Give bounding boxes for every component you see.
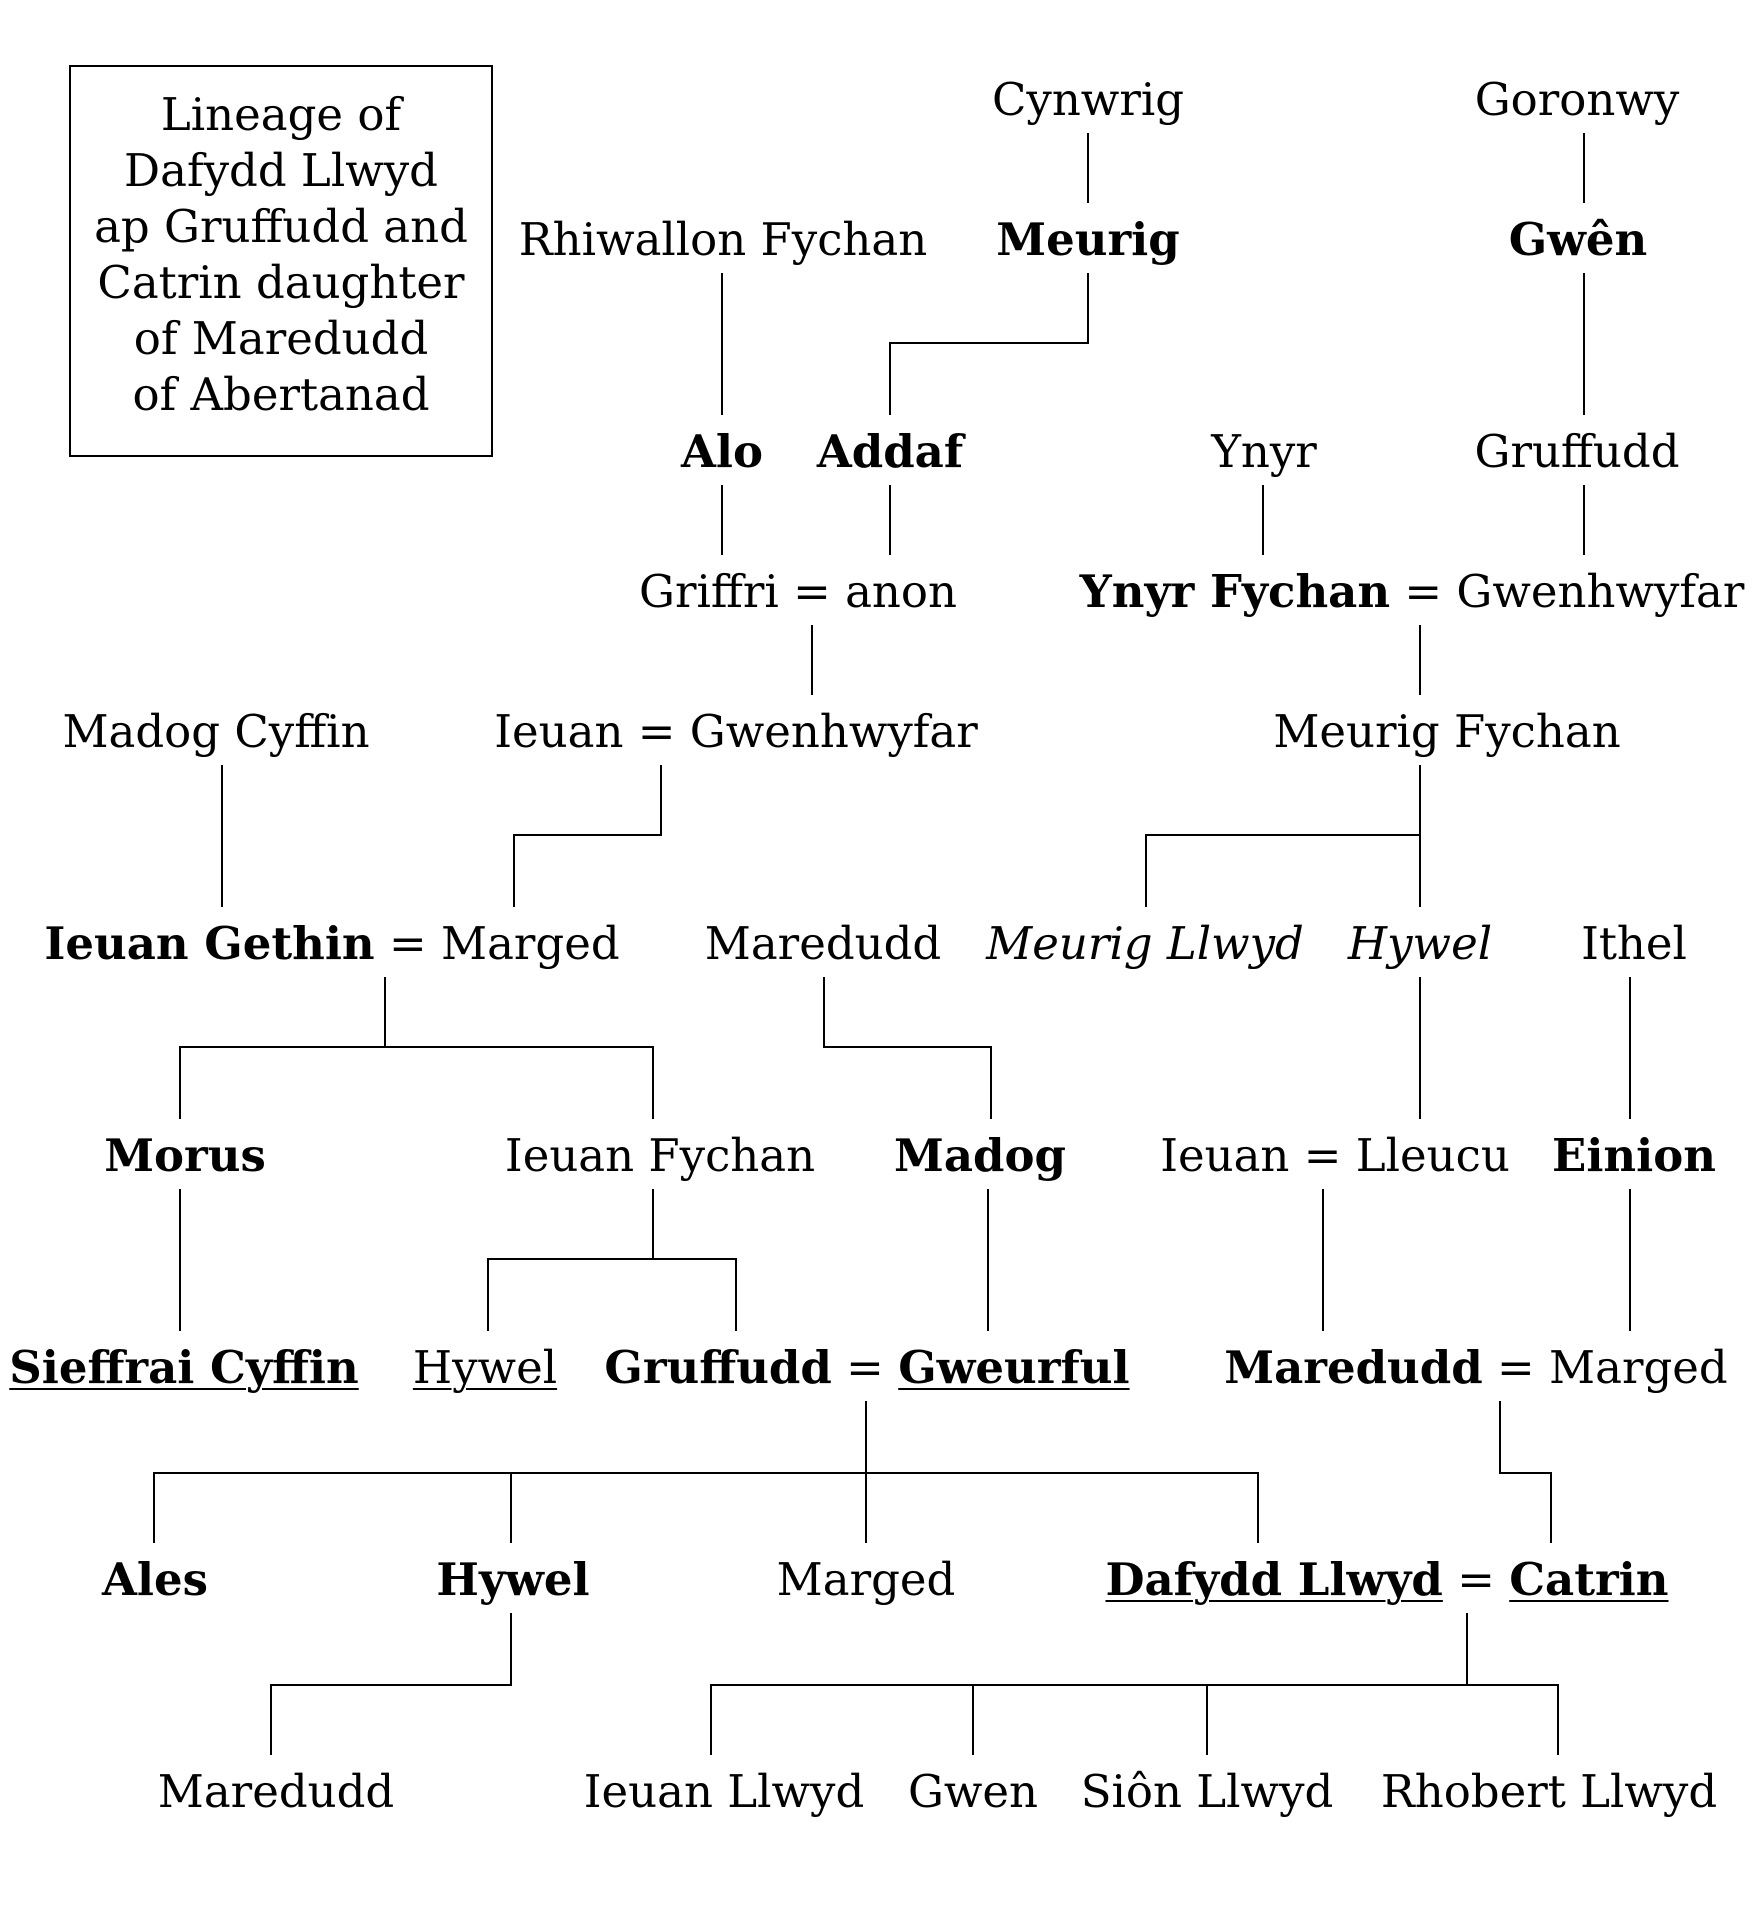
person-gruffudd-top: Gruffudd xyxy=(1474,425,1680,478)
person-gwenhwyfar: Gwenhwyfar xyxy=(1456,565,1745,618)
person-ieuan-fychan: Ieuan Fychan xyxy=(504,1129,816,1182)
person-hywel: Hywel xyxy=(436,1553,590,1606)
person-hywel: Hywel xyxy=(412,1341,558,1394)
person-hywel: Hywel xyxy=(1347,917,1493,970)
person-lleucu: Lleucu xyxy=(1355,1129,1510,1182)
person-meurig: Meurig xyxy=(996,213,1180,266)
marriage-sign: = xyxy=(1404,565,1443,618)
person-maredudd: Maredudd xyxy=(1224,1341,1483,1394)
person-griffri: Griffri xyxy=(639,565,779,618)
person-addaf: Addaf xyxy=(816,425,964,478)
person-ynyr-fychan: Ynyr Fychan xyxy=(1079,565,1391,618)
person-alo: Alo xyxy=(680,425,764,478)
person-goronwy: Goronwy xyxy=(1474,73,1680,126)
title-line: Lineage of xyxy=(160,88,402,141)
person-ieuan-gethin: Ieuan Gethin xyxy=(44,917,375,970)
person-marged: Marged xyxy=(1549,1341,1728,1394)
person-gwen-top: Gwên xyxy=(1508,213,1648,266)
connector-line xyxy=(513,765,662,907)
person-maredudd: Maredudd xyxy=(704,917,942,970)
person-ynyr: Ynyr xyxy=(1211,425,1317,478)
title-box: Lineage of Dafydd Llwyd ap Gruffudd and … xyxy=(69,65,493,457)
person-sion-llwyd: Siôn Llwyd xyxy=(1080,1765,1334,1818)
person-ithel: Ithel xyxy=(1581,917,1687,970)
person-dafydd-llwyd: Dafydd Llwyd xyxy=(1105,1553,1443,1606)
marriage-sign: = xyxy=(1457,1553,1495,1606)
title-line: Dafydd Llwyd xyxy=(124,144,438,197)
connector-line xyxy=(487,1258,737,1331)
connector-line xyxy=(1145,834,1420,907)
marriage-sign: = xyxy=(1497,1341,1535,1394)
title-line: Catrin daughter xyxy=(97,256,465,309)
couple-gruffudd-gweurful: Gruffudd = Gweurful xyxy=(604,1340,1129,1396)
couple-ieuan-gwenhwyfar: Ieuan = Gwenhwyfar xyxy=(494,704,978,760)
person-gwenhwyfar: Gwenhwyfar xyxy=(689,705,978,758)
person-cynwrig: Cynwrig xyxy=(991,73,1185,126)
connector-line xyxy=(710,1684,1559,1755)
person-marged: Marged xyxy=(776,1553,956,1606)
marriage-sign: = xyxy=(793,565,831,618)
person-ieuan-llwyd: Ieuan Llwyd xyxy=(583,1765,865,1818)
person-gruffudd: Gruffudd xyxy=(604,1341,832,1394)
person-marged: Marged xyxy=(441,917,620,970)
marriage-sign: = xyxy=(1303,1129,1342,1182)
person-meurig-fychan: Meurig Fychan xyxy=(1273,705,1621,758)
connector-line xyxy=(179,1046,654,1119)
couple-ieuan-lleucu: Ieuan = Lleucu xyxy=(1160,1128,1510,1184)
marriage-sign: = xyxy=(846,1341,884,1394)
title-line: ap Gruffudd and xyxy=(94,200,468,253)
connector-line xyxy=(153,1472,1259,1543)
couple-griffri-anon: Griffri = anon xyxy=(639,564,957,620)
marriage-sign: = xyxy=(388,917,427,970)
person-sieffrai-cyffin: Sieffrai Cyffin xyxy=(9,1341,359,1394)
person-ales: Ales xyxy=(102,1553,208,1606)
person-morus: Morus xyxy=(104,1129,266,1182)
person-rhiwallon-fychan: Rhiwallon Fychan xyxy=(518,213,928,266)
title-line: of Abertanad xyxy=(132,368,430,421)
person-gweurful: Gweurful xyxy=(898,1341,1130,1394)
couple-maredudd-marged: Maredudd = Marged xyxy=(1224,1340,1727,1396)
person-maredudd: Maredudd xyxy=(157,1765,395,1818)
couple-ynyr-fychan-gwenhwyfar: Ynyr Fychan = Gwenhwyfar xyxy=(1080,564,1745,620)
person-madog-cyffin: Madog Cyffin xyxy=(62,705,370,758)
marriage-sign: = xyxy=(637,705,676,758)
person-gwen: Gwen xyxy=(907,1765,1039,1818)
person-catrin: Catrin xyxy=(1509,1553,1669,1606)
connector-line xyxy=(1499,1401,1552,1543)
person-meurig-llwyd: Meurig Llwyd xyxy=(986,917,1304,970)
person-ieuan: Ieuan xyxy=(494,705,624,758)
person-ieuan: Ieuan xyxy=(1160,1129,1290,1182)
person-rhobert-llwyd: Rhobert Llwyd xyxy=(1380,1765,1718,1818)
connector-line xyxy=(889,273,1089,415)
couple-ieuan-gethin-marged: Ieuan Gethin = Marged xyxy=(44,916,619,972)
connector-line xyxy=(270,1613,512,1755)
couple-dafydd-llwyd-catrin: Dafydd Llwyd = Catrin xyxy=(1106,1552,1669,1608)
person-einion: Einion xyxy=(1552,1129,1716,1182)
person-madog: Madog xyxy=(894,1129,1066,1182)
title-line: of Maredudd xyxy=(133,312,429,365)
person-anon: anon xyxy=(845,565,957,618)
connector-line xyxy=(823,977,992,1119)
